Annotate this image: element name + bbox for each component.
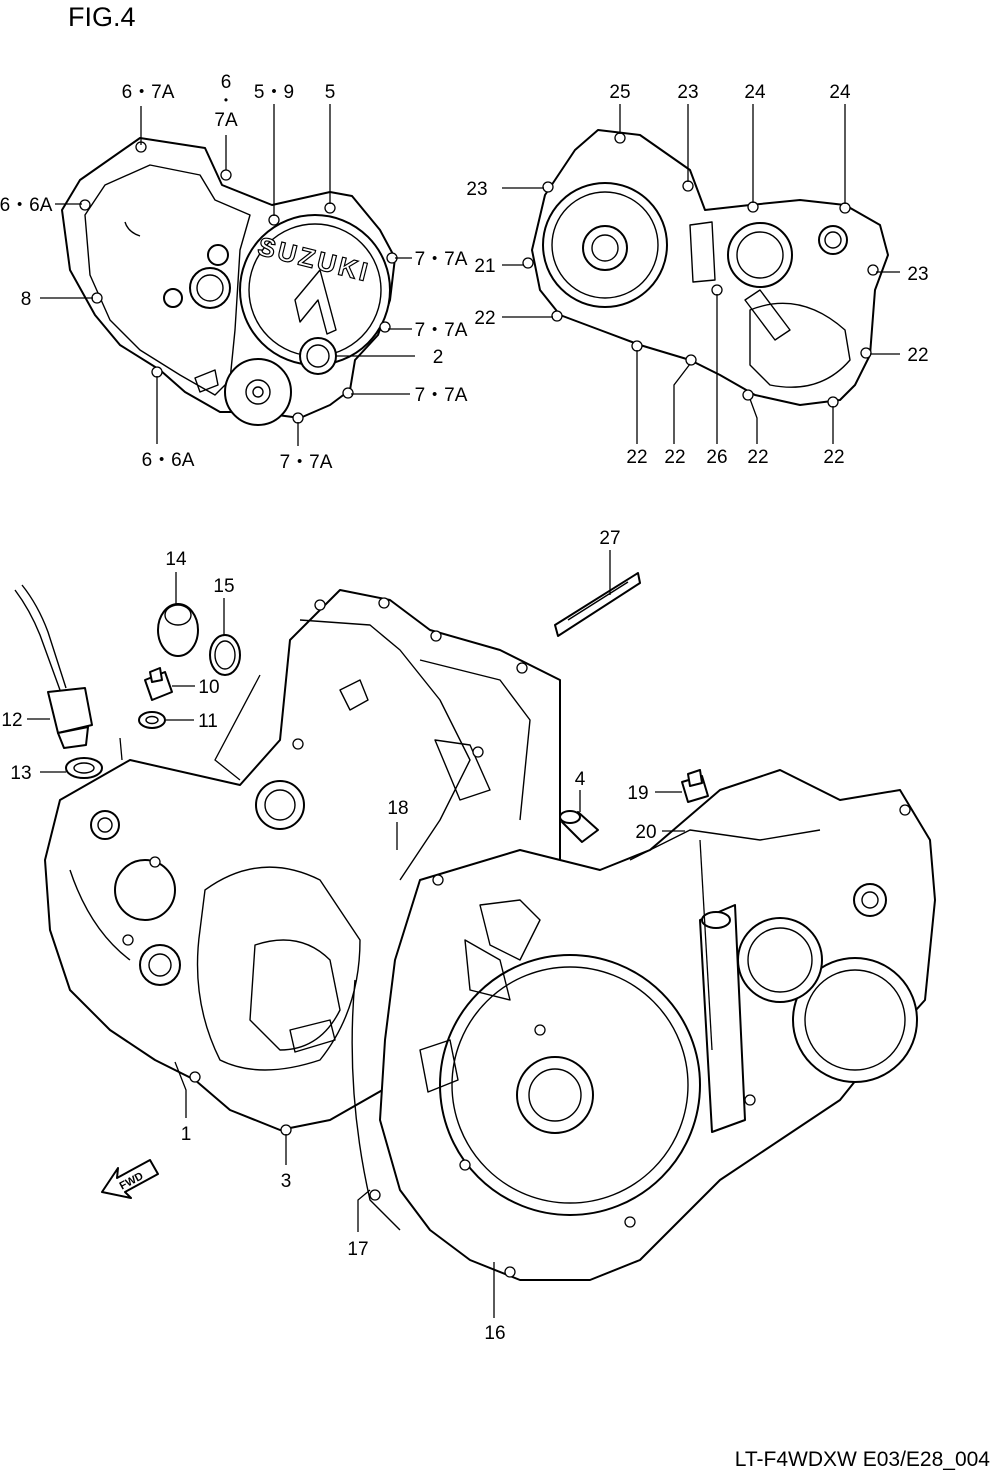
callout: 6 xyxy=(221,72,232,93)
callout: 12 xyxy=(1,710,22,731)
callout: 22 xyxy=(664,447,685,468)
callout: 6・6A xyxy=(0,195,53,216)
callout: 18 xyxy=(387,798,408,819)
callout: 20 xyxy=(635,822,656,843)
figure-title: FIG.4 xyxy=(68,2,136,32)
callout: 6・6A xyxy=(142,450,195,471)
callout: 8 xyxy=(21,289,32,310)
callout: 27 xyxy=(599,528,620,549)
callout: 25 xyxy=(609,82,630,103)
callout-labels: 6・7A 6 • 7A 5・9 5 6・6A 8 7・7A 7・7A 2 7・7… xyxy=(0,72,929,1344)
plate-part-27 xyxy=(554,572,641,637)
callout: • xyxy=(224,93,228,107)
callout: 21 xyxy=(474,256,495,277)
callout: 7・7A xyxy=(280,452,333,473)
callout: 5 xyxy=(325,82,336,103)
o-ring-15 xyxy=(209,634,241,676)
callout: 14 xyxy=(165,549,187,570)
callout-leader-lines xyxy=(27,104,900,1318)
callout: 23 xyxy=(907,264,928,285)
callout: 22 xyxy=(626,447,647,468)
callout: 11 xyxy=(198,711,218,732)
bolt-19 xyxy=(681,769,709,803)
callout: 15 xyxy=(213,576,234,597)
gasket-11 xyxy=(138,711,166,729)
callout: 6・7A xyxy=(122,82,175,103)
callout: 16 xyxy=(484,1323,505,1344)
callout: 10 xyxy=(198,677,219,698)
callout: 22 xyxy=(747,447,768,468)
callout: 5・9 xyxy=(254,82,294,103)
callout: 7・7A xyxy=(415,249,468,270)
callout: 2 xyxy=(433,347,444,368)
callout: 22 xyxy=(823,447,844,468)
drawing-code: LT-F4WDXW E03/E28_004 xyxy=(734,1448,990,1471)
dowel-pin-4 xyxy=(559,810,599,843)
oil-filler-cap-14 xyxy=(157,603,199,657)
fwd-direction-arrow: FWD xyxy=(101,1159,159,1199)
callout: 23 xyxy=(466,179,487,200)
left-crankcase-cover: SUZUKI xyxy=(61,137,398,426)
right-crankcase-cover xyxy=(522,129,889,408)
callout: 23 xyxy=(677,82,698,103)
callout: 19 xyxy=(627,783,648,804)
callout: 22 xyxy=(907,345,928,366)
callout: 7・7A xyxy=(415,385,468,406)
callout: 24 xyxy=(829,82,851,103)
switch-sensor-12 xyxy=(14,584,93,749)
drain-bolt-10 xyxy=(144,667,173,701)
callout: 13 xyxy=(10,763,31,784)
callout: 4 xyxy=(575,769,586,790)
callout: 3 xyxy=(281,1171,292,1192)
callout: 26 xyxy=(706,447,727,468)
callout: 7A xyxy=(214,110,238,131)
callout: 7・7A xyxy=(415,320,468,341)
callout: 17 xyxy=(347,1239,368,1260)
callout: 1 xyxy=(181,1124,192,1145)
callout: 22 xyxy=(474,308,495,329)
crankcase-right-half xyxy=(351,769,936,1281)
callout: 24 xyxy=(744,82,766,103)
gasket-13 xyxy=(65,757,103,779)
